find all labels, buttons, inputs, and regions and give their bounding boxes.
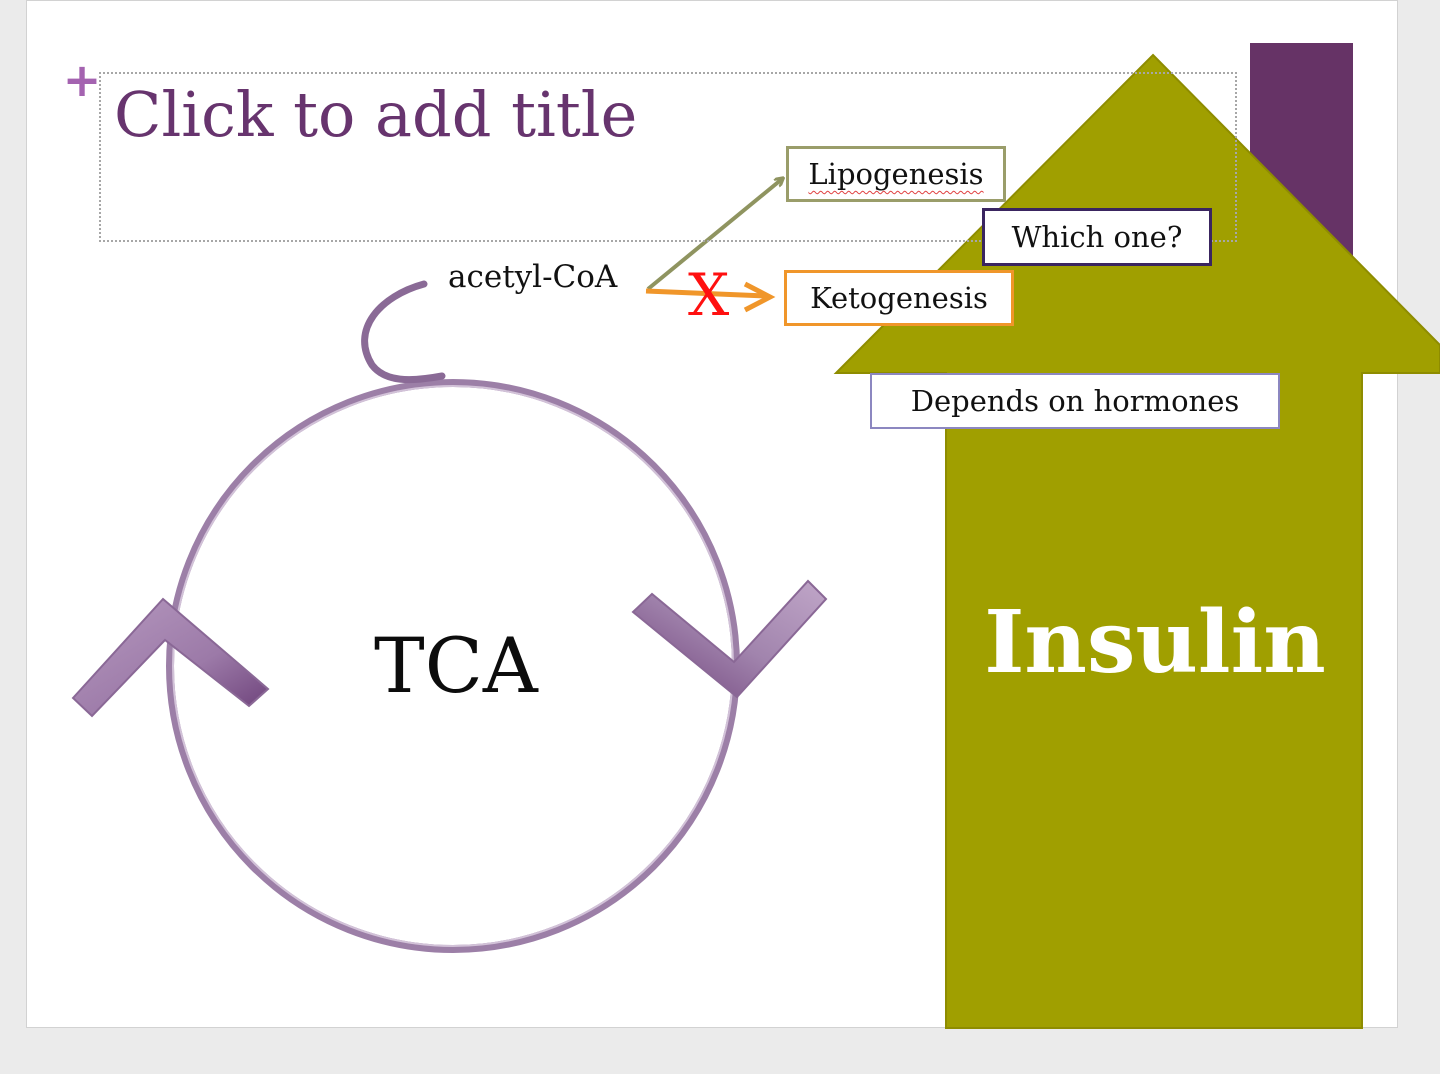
depends-on-hormones-box[interactable]: Depends on hormones: [870, 373, 1280, 429]
lipogenesis-label: Lipogenesis: [808, 157, 984, 191]
lipogenesis-arrow[interactable]: [646, 179, 782, 291]
left-chevron-arrowhead[interactable]: [71, 597, 270, 718]
acetyl-coa-hook[interactable]: [361, 280, 446, 384]
acetyl-coa-label[interactable]: acetyl-CoA: [448, 259, 618, 295]
depends-on-hormones-label: Depends on hormones: [910, 384, 1240, 418]
blocked-x-mark[interactable]: X: [688, 261, 730, 329]
right-chevron-arrowhead[interactable]: [631, 579, 828, 699]
ketogenesis-arrowhead: [743, 281, 776, 313]
insulin-label[interactable]: Insulin: [984, 592, 1326, 693]
which-one-label: Which one?: [1011, 220, 1183, 254]
plus-icon[interactable]: +: [62, 53, 102, 107]
ketogenesis-label: Ketogenesis: [810, 281, 988, 315]
ketogenesis-arrow-shaft[interactable]: [645, 288, 767, 299]
title-placeholder-text[interactable]: Click to add title: [114, 78, 638, 151]
title-placeholder[interactable]: [99, 72, 1237, 242]
tca-label[interactable]: TCA: [374, 621, 538, 710]
ketogenesis-box[interactable]: Ketogenesis: [784, 270, 1014, 326]
lipogenesis-box[interactable]: Lipogenesis: [786, 146, 1006, 202]
which-one-box[interactable]: Which one?: [982, 208, 1212, 266]
